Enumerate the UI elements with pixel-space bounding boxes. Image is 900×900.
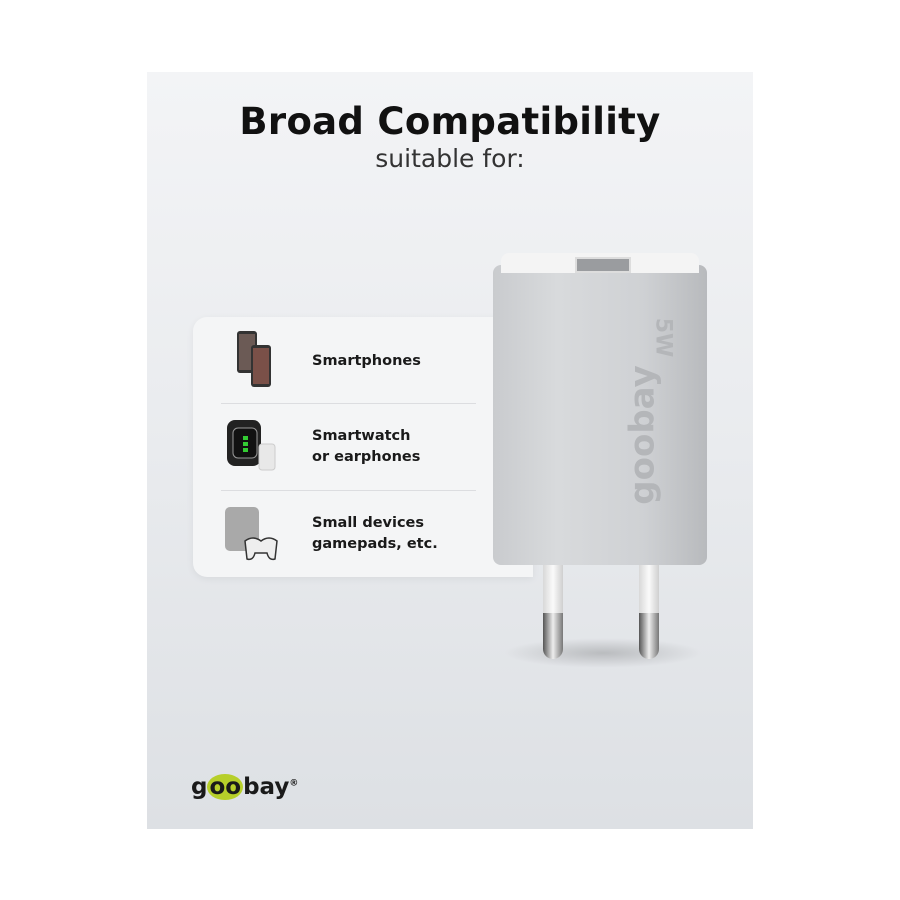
divider xyxy=(221,403,476,404)
item-label: Small devices gamepads, etc. xyxy=(312,513,438,555)
list-item: Small devices gamepads, etc. xyxy=(193,491,503,577)
list-item: Smartphones xyxy=(193,317,503,403)
charger-body: 5W goobay xyxy=(493,265,707,565)
divider xyxy=(221,490,476,491)
item-label-line-1: Small devices xyxy=(312,515,425,531)
wattage-label: 5W xyxy=(650,317,676,358)
logo-part: bay xyxy=(243,774,290,800)
list-item: Smartwatch or earphones xyxy=(193,404,503,490)
compatibility-card: Smartphones Smartwatch or earphones Smal… xyxy=(193,317,533,577)
page-subtitle: suitable for: xyxy=(375,144,525,173)
product-panel: Broad Compatibility suitable for: Smartp… xyxy=(147,72,753,829)
item-label-line-2: or earphones xyxy=(312,449,421,465)
item-label-line-1: Smartwatch xyxy=(312,428,411,444)
speaker-gamepad-icon xyxy=(225,507,278,561)
page-title: Broad Compatibility xyxy=(239,100,661,143)
charger-shadow xyxy=(503,638,703,668)
registered-mark: ® xyxy=(289,778,299,789)
item-label-line-2: gamepads, etc. xyxy=(312,536,438,552)
charger-pin-left xyxy=(543,563,563,659)
goobay-logo: goobay® xyxy=(191,774,298,800)
item-label: Smartphones xyxy=(312,353,421,369)
charger-cap xyxy=(501,253,699,273)
device-brand-logo: goobay xyxy=(622,365,663,505)
logo-part: g xyxy=(191,774,208,800)
smartwatch-earphones-icon xyxy=(227,420,276,471)
usb-port xyxy=(575,257,631,273)
usb-charger-image: 5W goobay xyxy=(493,253,707,668)
item-label: Smartwatch or earphones xyxy=(312,426,420,468)
logo-part: oo xyxy=(207,774,244,800)
smartphones-icon xyxy=(237,331,271,387)
charger-pin-right xyxy=(639,563,659,659)
